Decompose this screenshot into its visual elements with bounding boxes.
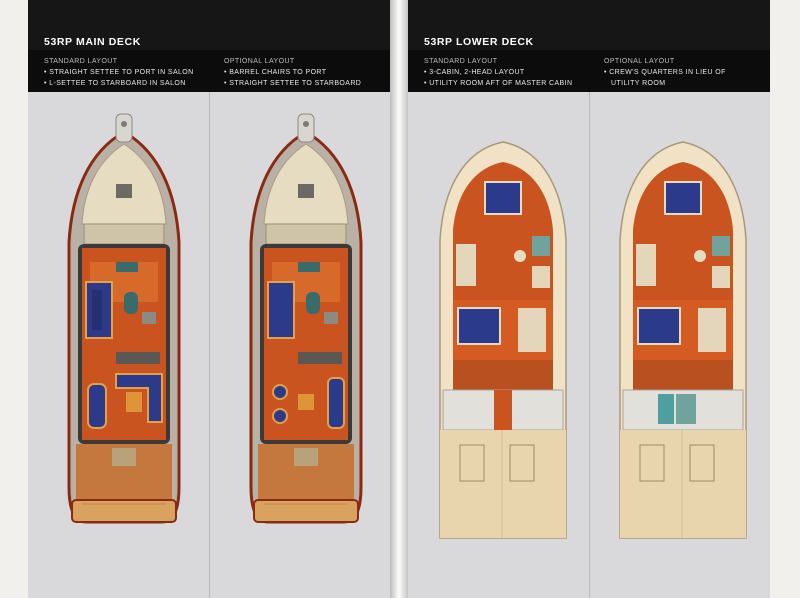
layout-info-bar: STANDARD LAYOUT • STRAIGHT SETTEE TO POR… [28, 50, 390, 92]
standard-layout-item: • STRAIGHT SETTEE TO PORT IN SALON [44, 69, 194, 76]
optional-layout-column: OPTIONAL LAYOUT • BARREL CHAIRS TO PORT … [224, 56, 361, 89]
standard-layout-heading: STANDARD LAYOUT [44, 58, 118, 65]
title-bar: 53RP LOWER DECK [408, 0, 770, 50]
main-deck-optional-plan [246, 112, 366, 537]
standard-layout-column: STANDARD LAYOUT • STRAIGHT SETTEE TO POR… [44, 56, 194, 89]
optional-layout-column: OPTIONAL LAYOUT • CREW'S QUARTERS IN LIE… [604, 56, 726, 89]
standard-layout-heading: STANDARD LAYOUT [424, 58, 498, 65]
optional-layout-item: UTILITY ROOM [611, 80, 666, 87]
main-deck-page: 53RP MAIN DECK STANDARD LAYOUT • STRAIGH… [28, 0, 390, 598]
page-title: 53RP LOWER DECK [424, 36, 534, 48]
lower-deck-page: 53RP LOWER DECK STANDARD LAYOUT • 3-CABI… [408, 0, 770, 598]
optional-layout-item: • CREW'S QUARTERS IN LIEU OF [604, 69, 726, 76]
standard-layout-item: • L-SETTEE TO STARBOARD IN SALON [44, 80, 186, 87]
book-binding [390, 0, 408, 598]
column-divider [209, 92, 210, 598]
standard-layout-item: • UTILITY ROOM AFT OF MASTER CABIN [424, 80, 573, 87]
column-divider [589, 92, 590, 598]
main-deck-standard-plan [64, 112, 184, 537]
lower-deck-optional-plan [618, 140, 748, 540]
title-bar: 53RP MAIN DECK [28, 0, 390, 50]
optional-layout-heading: OPTIONAL LAYOUT [224, 58, 295, 65]
standard-layout-item: • 3-CABIN, 2-HEAD LAYOUT [424, 69, 525, 76]
layout-info-bar: STANDARD LAYOUT • 3-CABIN, 2-HEAD LAYOUT… [408, 50, 770, 92]
optional-layout-item: • STRAIGHT SETTEE TO STARBOARD [224, 80, 362, 87]
standard-layout-column: STANDARD LAYOUT • 3-CABIN, 2-HEAD LAYOUT… [424, 56, 572, 89]
optional-layout-heading: OPTIONAL LAYOUT [604, 58, 675, 65]
page-title: 53RP MAIN DECK [44, 36, 141, 48]
lower-deck-standard-plan [438, 140, 568, 540]
optional-layout-item: • BARREL CHAIRS TO PORT [224, 69, 327, 76]
